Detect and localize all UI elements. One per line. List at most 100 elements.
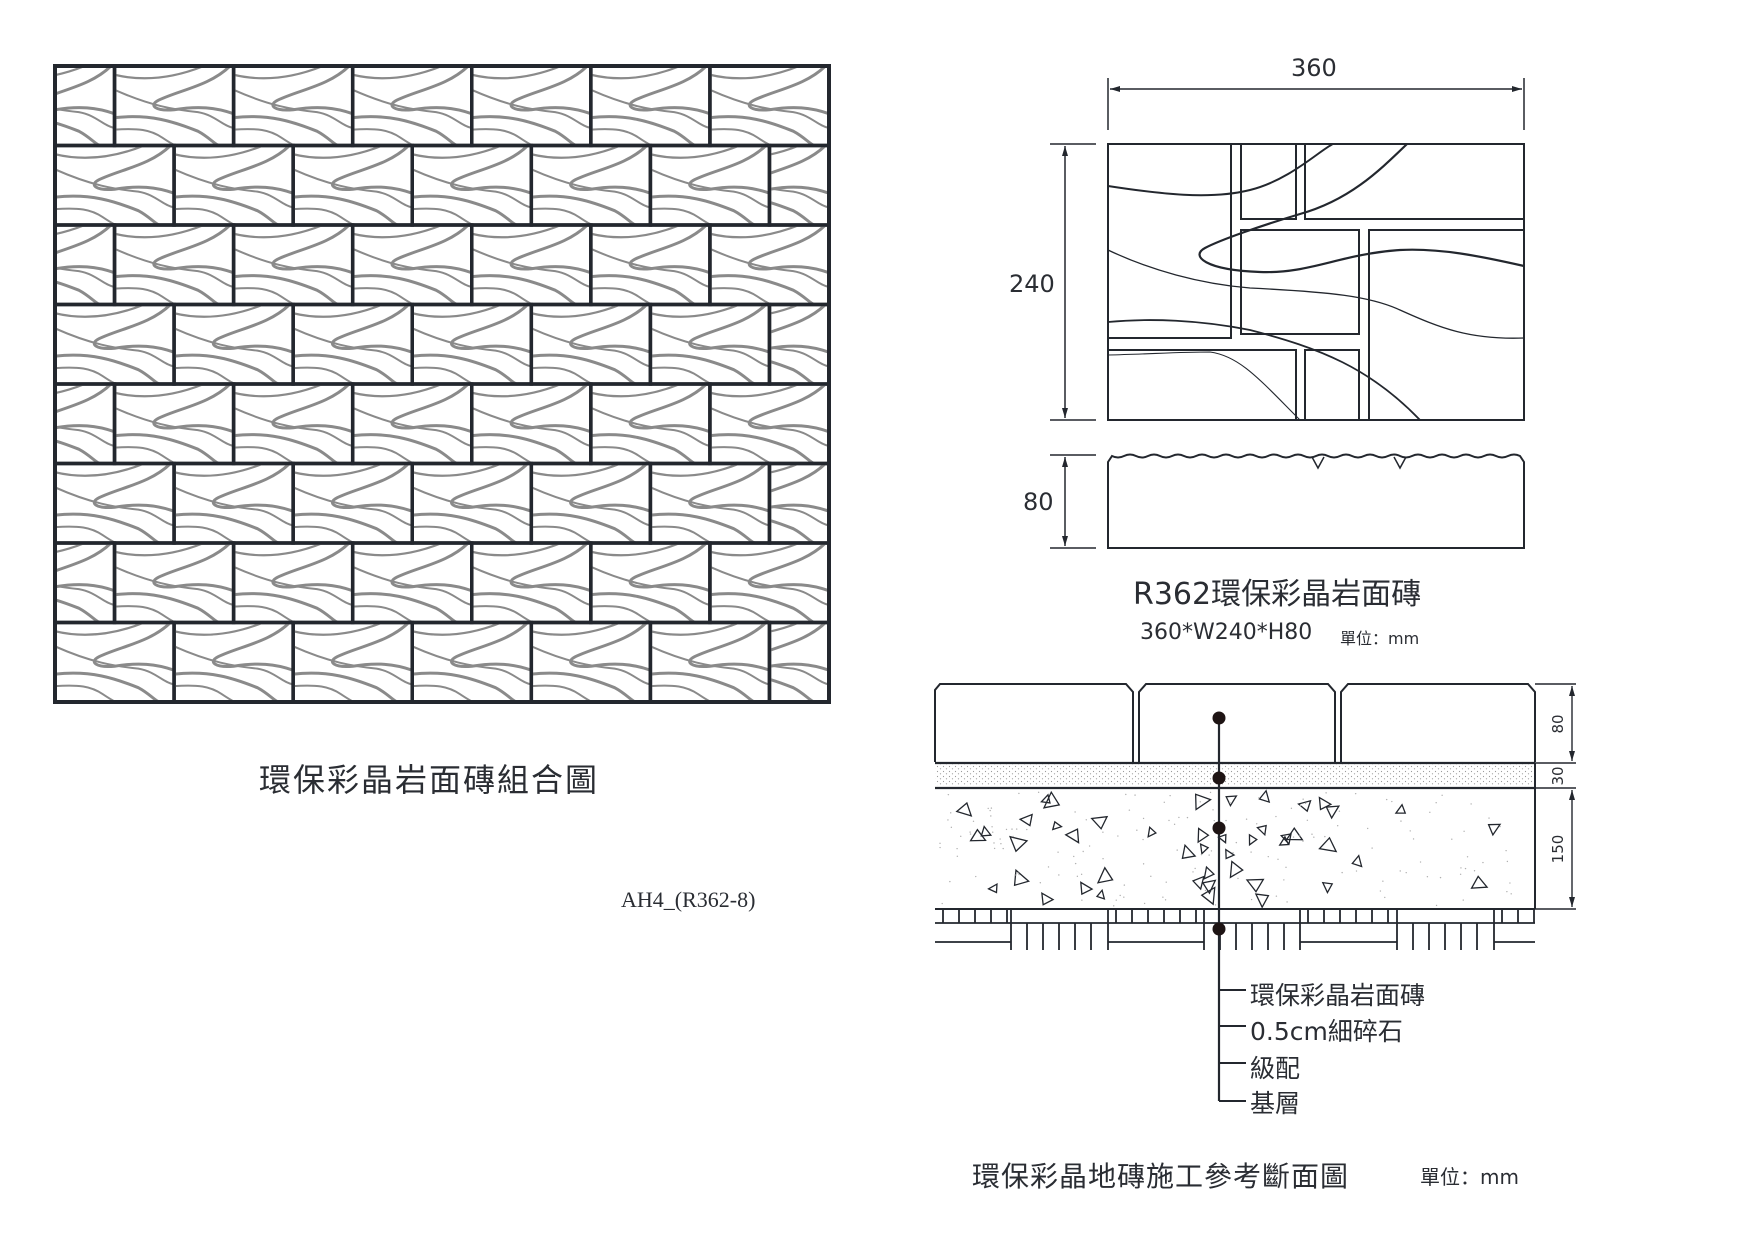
gravel-dot xyxy=(1283,879,1285,881)
gravel-dot xyxy=(949,880,951,883)
grain-line xyxy=(412,168,532,209)
grain-line xyxy=(569,622,651,672)
grain-line xyxy=(293,622,383,636)
tile-grain xyxy=(233,225,353,305)
grain-line xyxy=(688,622,770,672)
gravel-dot xyxy=(1080,873,1083,876)
gravel-dot xyxy=(1026,828,1028,831)
gravel-dot xyxy=(1306,819,1309,821)
grain-line xyxy=(450,304,532,354)
gravel-dot xyxy=(1057,851,1059,853)
gravel-dot xyxy=(1015,828,1018,830)
grain-line xyxy=(55,525,118,543)
grain-line xyxy=(688,145,770,195)
grain-line xyxy=(531,145,622,159)
gravel-dot xyxy=(992,831,994,833)
gravel-dot xyxy=(1290,807,1293,810)
gravel-dot xyxy=(1267,855,1269,858)
grain-line xyxy=(331,463,413,513)
grain-line xyxy=(352,406,472,447)
grain-line xyxy=(293,327,413,368)
gravel-dot xyxy=(941,902,943,905)
grain-line xyxy=(590,287,653,305)
gravel-dot xyxy=(1168,819,1170,822)
gravel-stone xyxy=(1181,843,1197,860)
paver-pattern-plan xyxy=(53,64,831,704)
gravel-dot xyxy=(1324,835,1326,838)
construction-section xyxy=(934,683,1576,1102)
marker-sand xyxy=(1212,771,1226,785)
gravel-stone xyxy=(1245,878,1265,893)
gravel-dot xyxy=(1199,801,1202,803)
gravel-dot xyxy=(1173,823,1176,826)
dim-label-paver: 80 xyxy=(1549,714,1567,733)
gravel-dot xyxy=(1213,819,1215,822)
grain-line xyxy=(352,433,458,464)
unit-side-view xyxy=(1050,453,1525,549)
gravel-dot xyxy=(1192,871,1194,873)
tile-grain xyxy=(352,66,472,146)
gravel-dot xyxy=(1488,817,1490,819)
grain-line xyxy=(769,200,816,225)
gravel-dot xyxy=(1302,798,1304,800)
gravel-dot xyxy=(956,855,959,857)
grain-line xyxy=(590,88,710,129)
gravel-dot xyxy=(1506,890,1508,893)
gravel-dot xyxy=(1176,849,1178,851)
gravel-stone xyxy=(980,825,993,837)
grain-line xyxy=(114,446,177,464)
tile-grain xyxy=(293,622,413,702)
gravel-dot xyxy=(1460,867,1462,869)
gravel-dot xyxy=(1115,899,1117,901)
grain-line xyxy=(114,128,177,146)
grain-line xyxy=(650,366,713,384)
grain-line xyxy=(531,622,622,636)
tile-grain xyxy=(55,304,175,384)
grain-line xyxy=(55,207,118,225)
grain-line xyxy=(233,128,296,146)
gravel-dot xyxy=(1142,863,1145,865)
gravel-stone xyxy=(1147,826,1158,838)
grain-line xyxy=(233,565,353,606)
grain-line xyxy=(92,622,175,672)
gravel-dot xyxy=(1113,905,1115,907)
gravel-dot xyxy=(947,819,949,821)
gravel-stone xyxy=(1258,789,1271,804)
drawing-code: AH4_(R362-8) xyxy=(621,887,756,912)
grain-line xyxy=(352,274,458,305)
grain-line xyxy=(590,605,653,623)
gravel-dot xyxy=(1292,836,1295,838)
marker-paver xyxy=(1212,711,1226,725)
gravel-stone xyxy=(1285,827,1304,841)
gravel-dot xyxy=(1209,791,1212,794)
gravel-dot xyxy=(969,831,971,833)
gravel-dot xyxy=(1037,791,1040,794)
grain-line xyxy=(471,384,562,398)
grain-line xyxy=(271,66,353,116)
grain-line xyxy=(650,463,741,477)
gravel-dot xyxy=(947,793,950,796)
tile-grain xyxy=(650,622,770,702)
grain-line xyxy=(650,486,770,527)
gravel-dot xyxy=(1117,835,1119,837)
grain-line xyxy=(471,66,562,80)
pattern-caption: 環保彩晶岩面磚組合圖 xyxy=(259,761,600,799)
grain-line xyxy=(412,645,532,686)
grain-line xyxy=(174,622,264,636)
gravel-dot xyxy=(1354,792,1357,795)
gravel-dot xyxy=(991,826,993,828)
grain-line xyxy=(412,512,518,543)
gravel-stone xyxy=(1095,888,1106,900)
gravel-dot xyxy=(1382,880,1384,882)
gravel-dot xyxy=(1225,819,1227,822)
tile-grain xyxy=(769,145,830,225)
grain-line xyxy=(174,525,237,543)
grain-line xyxy=(233,592,339,623)
grain-line xyxy=(174,145,264,159)
gravel-dot xyxy=(1311,833,1313,835)
grain-line xyxy=(688,463,770,513)
pattern-border xyxy=(53,64,831,704)
tile-grain xyxy=(412,463,532,543)
gravel-dot xyxy=(1178,816,1180,819)
gravel-dot xyxy=(1328,808,1330,811)
